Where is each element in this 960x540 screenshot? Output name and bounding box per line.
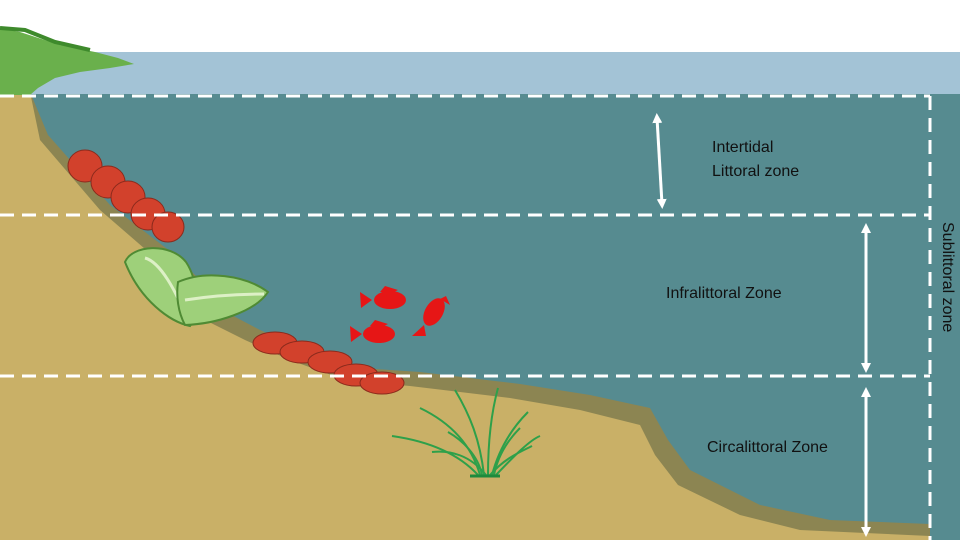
rock-icon [252, 331, 405, 395]
grass-land [0, 28, 134, 95]
red-fish-icon [350, 320, 395, 343]
rock-icon [67, 149, 185, 243]
label-infralittoral: Infralittoral Zone [666, 285, 782, 302]
red-fish-icon [412, 296, 450, 336]
grass-ridge [0, 26, 91, 52]
label-intertidal-line2: Littoral zone [712, 163, 800, 180]
red-fish-icon [360, 286, 406, 309]
seagrass-icon [391, 387, 541, 476]
label-circalittoral: Circalittoral Zone [707, 439, 828, 456]
zone-boundaries [0, 94, 932, 540]
sand-slope [0, 92, 930, 540]
label-intertidal-line1: Intertidal [712, 139, 774, 156]
label-intertidal: Intertidal Littoral zone [712, 136, 799, 184]
label-sublittoral: Sublittoral zone [939, 222, 956, 333]
double-arrow-icon [652, 113, 667, 209]
lettuce-seaweed-icon [123, 247, 270, 328]
surface-water [0, 52, 960, 96]
